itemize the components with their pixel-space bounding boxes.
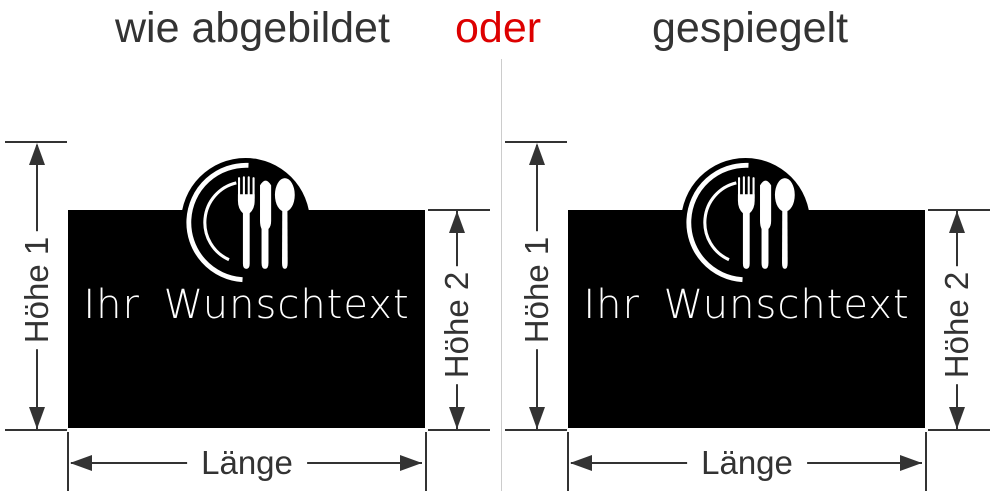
- height2-cap-top: [928, 209, 990, 211]
- panel-mirrored[interactable]: Ihr Wunschtext Höhe 1 Höhe 2 Länge: [500, 0, 1000, 500]
- plate-with-cutlery-icon: [681, 158, 810, 287]
- arrow-up-icon: [949, 211, 965, 233]
- arrow-left-icon: [570, 455, 592, 471]
- plate-rim-arc-outer: [686, 162, 749, 283]
- height1-cap-top: [505, 141, 567, 143]
- arrow-up-icon: [529, 143, 545, 165]
- header-conjunction-oder: oder: [455, 4, 542, 52]
- height1-label: Höhe 1: [18, 230, 56, 350]
- length-label: Länge: [687, 444, 807, 482]
- arrow-up-icon: [29, 143, 45, 165]
- arrow-down-icon: [29, 407, 45, 429]
- plate-rim-arc-inner: [703, 181, 737, 262]
- knife-icon: [260, 180, 272, 269]
- spoon-icon: [274, 178, 295, 269]
- fork-icon: [237, 176, 255, 269]
- knife-icon: [760, 180, 772, 269]
- height1-cap-bottom: [505, 429, 567, 431]
- spoon-icon: [774, 178, 795, 269]
- arrow-right-icon: [900, 455, 922, 471]
- height1-cap-top: [5, 141, 67, 143]
- panel-as-shown[interactable]: Ihr Wunschtext Höhe 1 Höhe 2 Länge: [0, 0, 500, 500]
- plaque-custom-text: Ihr Wunschtext: [83, 282, 410, 328]
- fork-icon: [737, 176, 755, 269]
- height1-label: Höhe 1: [518, 230, 556, 350]
- arrow-left-icon: [70, 455, 92, 471]
- height2-cap-bottom: [928, 429, 990, 431]
- length-label: Länge: [187, 444, 307, 482]
- header-option-mirrored: gespiegelt: [652, 4, 849, 52]
- plaque-custom-text: Ihr Wunschtext: [583, 282, 910, 328]
- height2-cap-bottom: [428, 429, 490, 431]
- length-extension-right: [925, 432, 927, 491]
- arrow-down-icon: [529, 407, 545, 429]
- height2-cap-top: [428, 209, 490, 211]
- length-extension-right: [425, 432, 427, 491]
- arrow-down-icon: [449, 407, 465, 429]
- arrow-up-icon: [449, 211, 465, 233]
- height2-label: Höhe 2: [938, 265, 976, 385]
- arrow-right-icon: [400, 455, 422, 471]
- plate-with-cutlery-icon: [181, 158, 310, 287]
- height1-cap-bottom: [5, 429, 67, 431]
- length-extension-left: [567, 432, 569, 491]
- plate-rim-arc-outer: [186, 162, 249, 283]
- height2-label: Höhe 2: [438, 265, 476, 385]
- length-extension-left: [67, 432, 69, 491]
- panel-divider: [501, 59, 502, 491]
- arrow-down-icon: [949, 407, 965, 429]
- header-option-as-shown: wie abgebildet: [115, 4, 390, 52]
- plate-rim-arc-inner: [203, 181, 237, 262]
